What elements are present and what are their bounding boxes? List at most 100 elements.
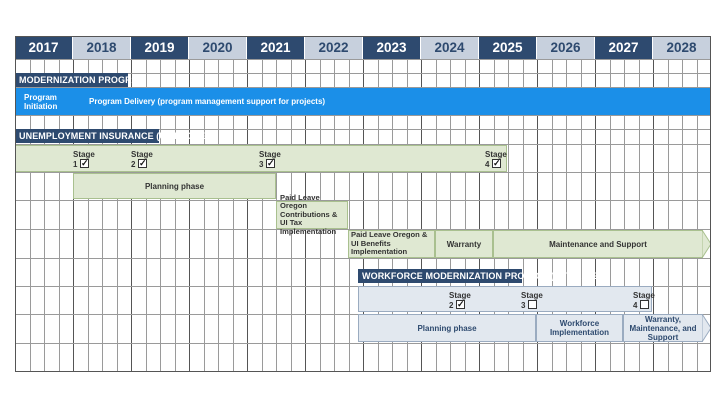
grid-hline [15,172,711,173]
grid-hline [15,200,711,201]
workforce-arrow-tip [702,314,711,342]
modernization-program-label: Modernization Program [15,73,146,87]
grid-vline [261,59,263,372]
stage-number: 2 [449,301,454,310]
grid-vline [450,59,451,372]
stage-number: 2 [131,160,136,169]
year-header-2025: 2025 [479,36,537,59]
year-header-2020: 2020 [189,36,247,59]
grid-hline [15,229,711,230]
checked-checkbox-icon: ✓ [492,158,501,168]
grid-vline [609,59,611,372]
workforce-implementation-bar: Workforce Implementation [536,314,623,342]
program-initiation-label: Program Initiation [24,92,58,111]
ui-planning-phase-label: Planning phase [144,181,205,191]
checked-checkbox-icon: ✓ [456,299,465,309]
workforce-stages-bar [358,286,652,312]
grid-vline [348,59,350,372]
ui-project-label: Unemployment Insurance (UI) Project [15,129,217,143]
grid-vline [508,59,509,372]
workforce-warranty-label: Warranty, Maintenance, and Support [629,314,697,342]
grid-vline [377,59,379,372]
grid-vline [595,59,596,372]
year-header-2027: 2027 [595,36,653,59]
year-header-2026: 2026 [537,36,595,59]
grid-vline [551,59,553,372]
workforce-project-label: Workforce Modernization Project (Estimat… [358,269,602,283]
grid-vline [667,59,669,372]
paid-leave-benefits-label: Paid Leave Oregon & UI Benefits Implemen… [351,230,428,257]
program-delivery-bar: Program Delivery (program management sup… [73,88,711,115]
grid-vline [363,59,364,372]
workforce-implementation-label: Workforce Implementation [549,319,610,337]
stage-label: Stage [449,291,471,300]
grid-vline [29,59,31,372]
year-header-2022: 2022 [305,36,363,59]
grid-vline [580,59,582,372]
grid-vline [131,59,132,372]
workforce-planning-phase-bar: Planning phase [358,314,536,342]
grid-hline [15,129,711,130]
grid-vline [102,59,103,372]
grid-vline [464,59,466,372]
chart-border [15,36,711,372]
grid-vline [116,59,118,372]
ui-warranty-label: Warranty [446,239,482,249]
checked-checkbox-icon: ✓ [138,158,147,168]
grid-vline [566,59,567,372]
grid-vline [174,59,176,372]
grid-vline [44,59,45,372]
grid-vline [696,59,698,372]
year-header-2028: 2028 [653,36,711,59]
workforce-warranty-bar: Warranty, Maintenance, and Support [623,314,703,342]
workforce-planning-phase-label: Planning phase [417,323,477,333]
grid-vline [392,59,393,372]
grid-vline [145,59,147,372]
maintenance-arrow-tip [702,230,711,258]
grid-vline [421,59,422,372]
stage-number: 4 [633,301,638,310]
empty-checkbox-icon [640,300,649,309]
grid-hline [15,73,711,74]
paid-leave-contributions-label: Paid Leave Oregon Contributions & UI Tax… [280,192,338,236]
grid-vline [479,59,480,372]
grid-vline [682,59,683,372]
paid-leave-benefits-bar: Paid Leave Oregon & UI Benefits Implemen… [348,230,435,258]
stage-label: Stage [521,291,543,300]
program-initiation-bar: Program Initiation [15,88,73,115]
grid-vline [522,59,524,372]
stage-label: Stage [485,150,507,159]
year-header-2019: 2019 [131,36,189,59]
year-header-2023: 2023 [363,36,421,59]
stage-label: Stage [633,291,655,300]
grid-vline [203,59,205,372]
grid-vline [493,59,495,372]
stage-number: 4 [485,160,490,169]
grid-vline [58,59,60,372]
grid-vline [218,59,219,372]
grid-hline [15,59,711,60]
ui-stages-bar [15,145,507,172]
grid-hline [15,343,711,344]
grid-vline [73,59,74,372]
program-delivery-label: Program Delivery (program management sup… [89,97,326,106]
grid-hline [15,258,711,259]
checked-checkbox-icon: ✓ [266,158,275,168]
maintenance-support-label: Maintenance and Support [549,239,647,249]
stage-number: 1 [73,160,78,169]
paid-leave-contributions-bar: Paid Leave Oregon Contributions & UI Tax… [276,193,348,235]
year-header-2017: 2017 [15,36,73,59]
grid-vline [653,59,654,372]
checked-checkbox-icon: ✓ [80,158,89,168]
stage-label: Stage [73,150,95,159]
stage-number: 3 [521,301,526,310]
grid-vline [160,59,161,372]
